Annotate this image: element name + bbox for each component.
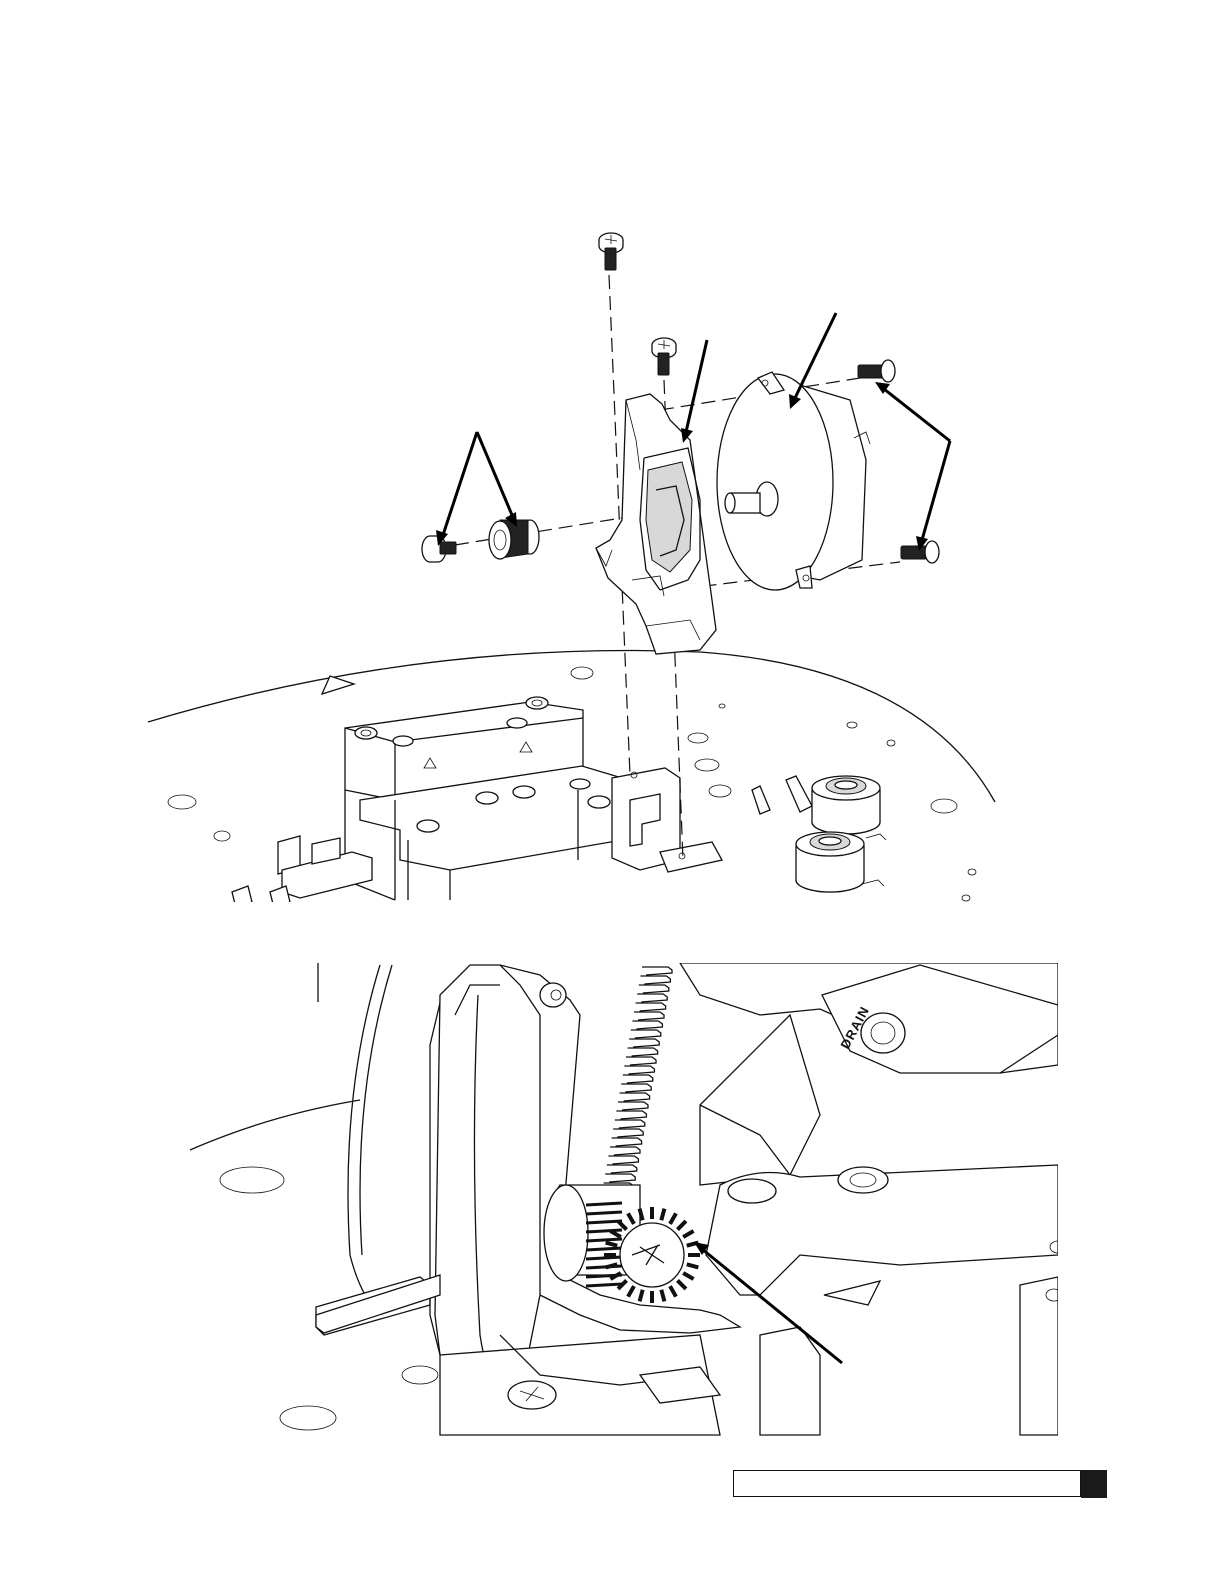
rack-tooth [613, 1129, 643, 1137]
plate-bracket [612, 768, 722, 872]
screw-right-upper [858, 360, 895, 382]
detail-platter [190, 1100, 438, 1430]
pinion-flute [586, 1275, 622, 1277]
rack-tooth [623, 1075, 653, 1083]
pinion-flute [586, 1212, 622, 1214]
pinion-flute [586, 1230, 622, 1232]
pinion-flute [586, 1257, 622, 1259]
pinion-tooth [640, 1290, 643, 1302]
rack-tooth [618, 1102, 648, 1110]
gear-detail-drawing: DRAIN [0, 955, 1224, 1445]
rack-tooth [642, 967, 672, 975]
plate-keys [752, 776, 812, 814]
footer-text-box [733, 1470, 1081, 1497]
rack-tooth [637, 994, 667, 1002]
rack-tooth [607, 1165, 637, 1173]
rack-tooth [636, 1003, 666, 1011]
pinion-tooth [677, 1280, 685, 1288]
gear-detail-figure: DRAIN [0, 955, 1224, 1445]
detail-right-structure: DRAIN [680, 963, 1066, 1435]
roller-lower [796, 832, 886, 892]
screw-middle [652, 338, 676, 375]
pinion-tooth [670, 1286, 676, 1296]
pinion-flute [586, 1266, 622, 1268]
screw-top [599, 233, 623, 270]
rack-tooth [631, 1030, 661, 1038]
base-plate [148, 650, 995, 908]
exploded-view-drawing [0, 0, 1224, 920]
rack-tooth [640, 976, 670, 984]
pinion-gear [489, 520, 539, 559]
pinion-tooth [628, 1286, 634, 1296]
plate-connectors [232, 836, 372, 908]
pinion-tooth [687, 1264, 699, 1267]
rack-tooth [616, 1111, 646, 1119]
pinion-tooth [677, 1221, 685, 1229]
pinion-flute [586, 1248, 622, 1250]
detail-gear-rack [602, 967, 672, 1200]
rack-tooth [610, 1147, 640, 1155]
rack-tooth [605, 1174, 635, 1182]
rack-tooth [628, 1048, 658, 1056]
rack-tooth [634, 1012, 664, 1020]
pinion-flute [586, 1221, 622, 1223]
pinion-tooth [670, 1213, 676, 1223]
detail-motor-housing [348, 965, 392, 1315]
pinion-tooth [661, 1290, 664, 1302]
footer-bar [733, 1470, 1107, 1497]
pinion-flute [586, 1203, 622, 1205]
rack-tooth [629, 1039, 659, 1047]
detail-left-arm [316, 955, 430, 1335]
rack-tooth [639, 985, 669, 993]
rack-tooth [620, 1093, 650, 1101]
rack-tooth [624, 1066, 654, 1074]
mounting-block [345, 697, 622, 900]
footer-tab [1081, 1470, 1107, 1498]
roller-upper [812, 776, 880, 834]
pinion-flute [586, 1284, 622, 1286]
motor-bracket [596, 394, 716, 654]
rack-tooth [626, 1057, 656, 1065]
rack-tooth [632, 1021, 662, 1029]
exploded-view-figure [0, 0, 1224, 920]
rack-tooth [612, 1138, 642, 1146]
pinion-flute [586, 1239, 622, 1241]
rack-tooth [608, 1156, 638, 1164]
rack-tooth [621, 1084, 651, 1092]
pinion-tooth [683, 1231, 693, 1237]
pinion-tooth [661, 1209, 664, 1221]
pinion-tooth [683, 1273, 693, 1279]
rack-tooth [615, 1120, 645, 1128]
